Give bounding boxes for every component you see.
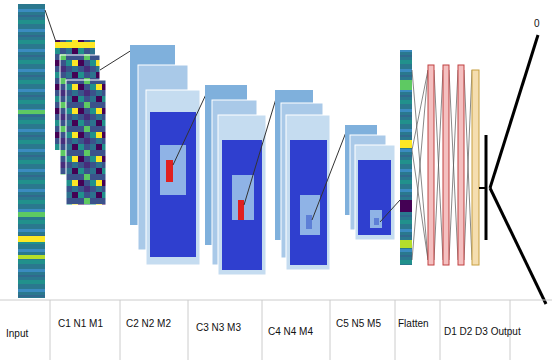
layer-label: C2 N2 M2 (126, 318, 171, 329)
layer-label: C4 N4 M4 (268, 326, 313, 337)
layer-label: C1 N1 M1 (58, 318, 103, 329)
layer-label: D1 D2 D3 Output (444, 326, 521, 337)
layer-label: C5 N5 M5 (336, 318, 381, 329)
class-label: 0 (534, 18, 540, 29)
layer-label: Input (6, 328, 28, 339)
layer-label: Flatten (398, 318, 429, 329)
layer-label: C3 N3 M3 (196, 322, 241, 333)
